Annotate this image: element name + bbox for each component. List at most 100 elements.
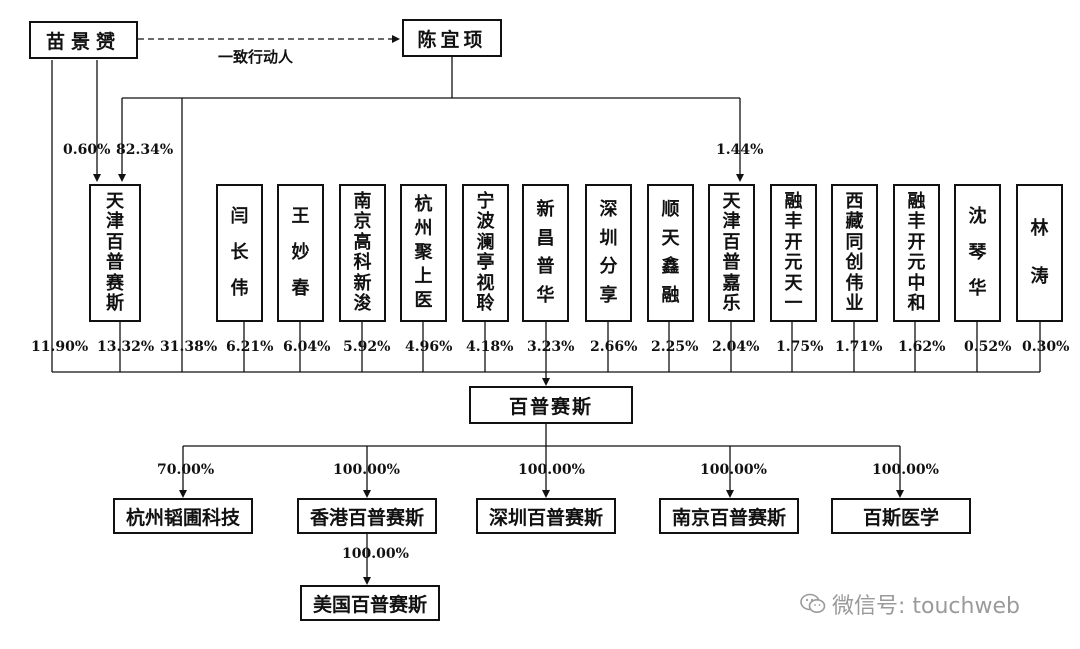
shareholder-box: 融丰开元中和融丰开元中和 <box>893 184 940 322</box>
shareholder-pct: 2.25% <box>651 339 699 355</box>
shareholder-name-char: 同 <box>845 231 864 253</box>
shareholder-pct: 1.71% <box>835 339 883 355</box>
shareholder-name-char: 闫 <box>230 206 249 227</box>
shareholder-name-char: 妙 <box>291 242 310 263</box>
pct-direct-miao: 11.90% <box>31 339 89 355</box>
shareholder-box: 天津百普赛斯天津百普赛斯 <box>89 184 141 322</box>
shareholder-name-char: 和 <box>907 293 926 315</box>
watermark-text: 微信号: touchweb <box>832 594 1020 619</box>
shareholder-name-char: 融 <box>661 285 680 307</box>
shareholder-name-char: 元 <box>907 252 926 274</box>
shareholder-name-char: 医 <box>414 290 433 311</box>
shareholder-name-char: 融 <box>784 190 803 212</box>
shareholder-name-char: 杭 <box>414 194 433 215</box>
subsidiary-pct: 100.00% <box>872 462 939 478</box>
shareholder-name-char: 普 <box>536 256 555 278</box>
shareholder-name-char: 华 <box>536 285 555 307</box>
shareholder-pct: 13.32% <box>97 339 155 355</box>
subsidiary-box: 香港百普赛斯 <box>297 498 437 534</box>
shareholder-name-char: 浚 <box>353 293 372 315</box>
shareholder-name-char: 享 <box>599 285 618 307</box>
shareholder-name-char: 视 <box>476 272 495 294</box>
shareholder-name-char: 普 <box>722 252 741 274</box>
shareholder-name-char: 涛 <box>1030 266 1049 287</box>
shareholder-pct: 0.52% <box>964 339 1012 355</box>
shareholder-name-char: 分 <box>599 256 618 278</box>
shareholder-name-char: 藏 <box>845 211 864 233</box>
us-subsidiary-label: 美国百普赛斯 <box>312 593 427 616</box>
shareholder-name-char: 沈 <box>968 206 987 227</box>
shareholder-name-char: 昌 <box>536 227 555 249</box>
shareholder-name-char: 王 <box>291 206 310 227</box>
wechat-watermark: 微信号: touchweb <box>800 588 1020 620</box>
subsidiary-label: 南京百普赛斯 <box>671 506 786 529</box>
subsidiary-pct: 100.00% <box>700 462 767 478</box>
shareholder-name-char: 一 <box>784 293 803 315</box>
shareholder-box: 宁波澜亭视聆宁波澜亭视聆 <box>462 184 509 322</box>
shareholder-name-char: 京 <box>353 211 372 233</box>
person-chen-label: 陈宜顼 <box>417 28 487 51</box>
shareholder-name-char: 斯 <box>106 293 124 315</box>
shareholder-name-char: 中 <box>907 272 926 294</box>
shareholder-pct: 5.92% <box>343 339 391 355</box>
shareholder-name-char: 业 <box>845 293 864 315</box>
subsidiary-label: 深圳百普赛斯 <box>488 506 603 529</box>
shareholder-name-char: 创 <box>845 252 864 274</box>
subsidiary-label: 杭州韬圃科技 <box>125 506 240 529</box>
shareholder-pct: 3.23% <box>527 339 575 355</box>
shareholder-name-char: 西 <box>845 190 864 212</box>
shareholder-name-char: 林 <box>1030 218 1049 239</box>
shareholder-pct: 6.21% <box>226 339 274 355</box>
shareholder-name-char: 新 <box>353 272 372 294</box>
subsidiary-label: 百斯医学 <box>862 506 939 529</box>
wechat-icon <box>800 593 826 615</box>
company-box: 百普赛斯 <box>469 386 633 424</box>
shareholder-name-char: 融 <box>907 190 926 212</box>
shareholder-name-char: 波 <box>476 211 495 233</box>
pct-us-sub: 100.00% <box>342 546 409 562</box>
shareholder-box: 顺天鑫融顺天鑫融 <box>647 184 694 322</box>
shareholder-name-char: 天 <box>722 190 741 212</box>
person-chen-box: 陈宜顼 <box>402 19 502 57</box>
shareholder-name-char: 圳 <box>599 227 618 249</box>
shareholder-name-char: 天 <box>661 227 680 249</box>
shareholder-name-char: 聚 <box>414 242 433 263</box>
shareholder-box: 南京高科新浚南京高科新浚 <box>339 184 386 322</box>
pct-p1-to-tj: 0.60% <box>63 142 111 158</box>
pct-direct-chen: 31.38% <box>160 339 218 355</box>
shareholder-name-char: 天 <box>106 190 124 212</box>
shareholder-name-char: 华 <box>968 278 987 299</box>
shareholder-name-char: 深 <box>599 198 618 220</box>
shareholder-pct: 0.30% <box>1022 339 1070 355</box>
shareholder-box: 沈琴华沈琴华 <box>954 184 1001 322</box>
shareholder-name-char: 聆 <box>476 293 495 315</box>
shareholder-name-char: 伟 <box>845 272 864 294</box>
subsidiary-box: 南京百普赛斯 <box>659 498 799 534</box>
company-label: 百普赛斯 <box>508 395 593 418</box>
shareholder-pct: 4.96% <box>405 339 453 355</box>
pct-p2-to-tj: 82.34% <box>116 142 174 158</box>
subsidiary-box: 杭州韬圃科技 <box>113 498 253 534</box>
shareholder-name-char: 长 <box>230 242 249 263</box>
person-miao-label: 苗景赟 <box>45 30 121 53</box>
shareholder-name-char: 春 <box>291 278 310 299</box>
shareholder-pct: 6.04% <box>283 339 331 355</box>
subsidiary-pct: 70.00% <box>157 462 215 478</box>
shareholder-name-char: 开 <box>907 231 926 253</box>
subsidiary-box: 深圳百普赛斯 <box>476 498 616 534</box>
shareholder-name-char: 亭 <box>476 252 495 274</box>
shareholder-name-char: 赛 <box>106 272 124 294</box>
shareholder-name-char: 津 <box>106 211 124 233</box>
shareholder-box: 杭州聚上医杭州聚上医 <box>400 184 447 322</box>
shareholder-box: 融丰开元天一融丰开元天一 <box>770 184 817 322</box>
shareholder-name-char: 新 <box>536 198 555 220</box>
pct-p2-to-tjjl: 1.44% <box>716 142 764 158</box>
subsidiary-box: 百斯医学 <box>831 498 971 534</box>
subsidiary-pct: 100.00% <box>518 462 585 478</box>
shareholder-pct: 4.18% <box>466 339 514 355</box>
shareholder-pct: 1.75% <box>776 339 824 355</box>
shareholder-name-char: 鑫 <box>661 256 680 278</box>
shareholder-box: 林涛林涛 <box>1016 184 1063 322</box>
shareholder-name-char: 澜 <box>476 231 495 253</box>
